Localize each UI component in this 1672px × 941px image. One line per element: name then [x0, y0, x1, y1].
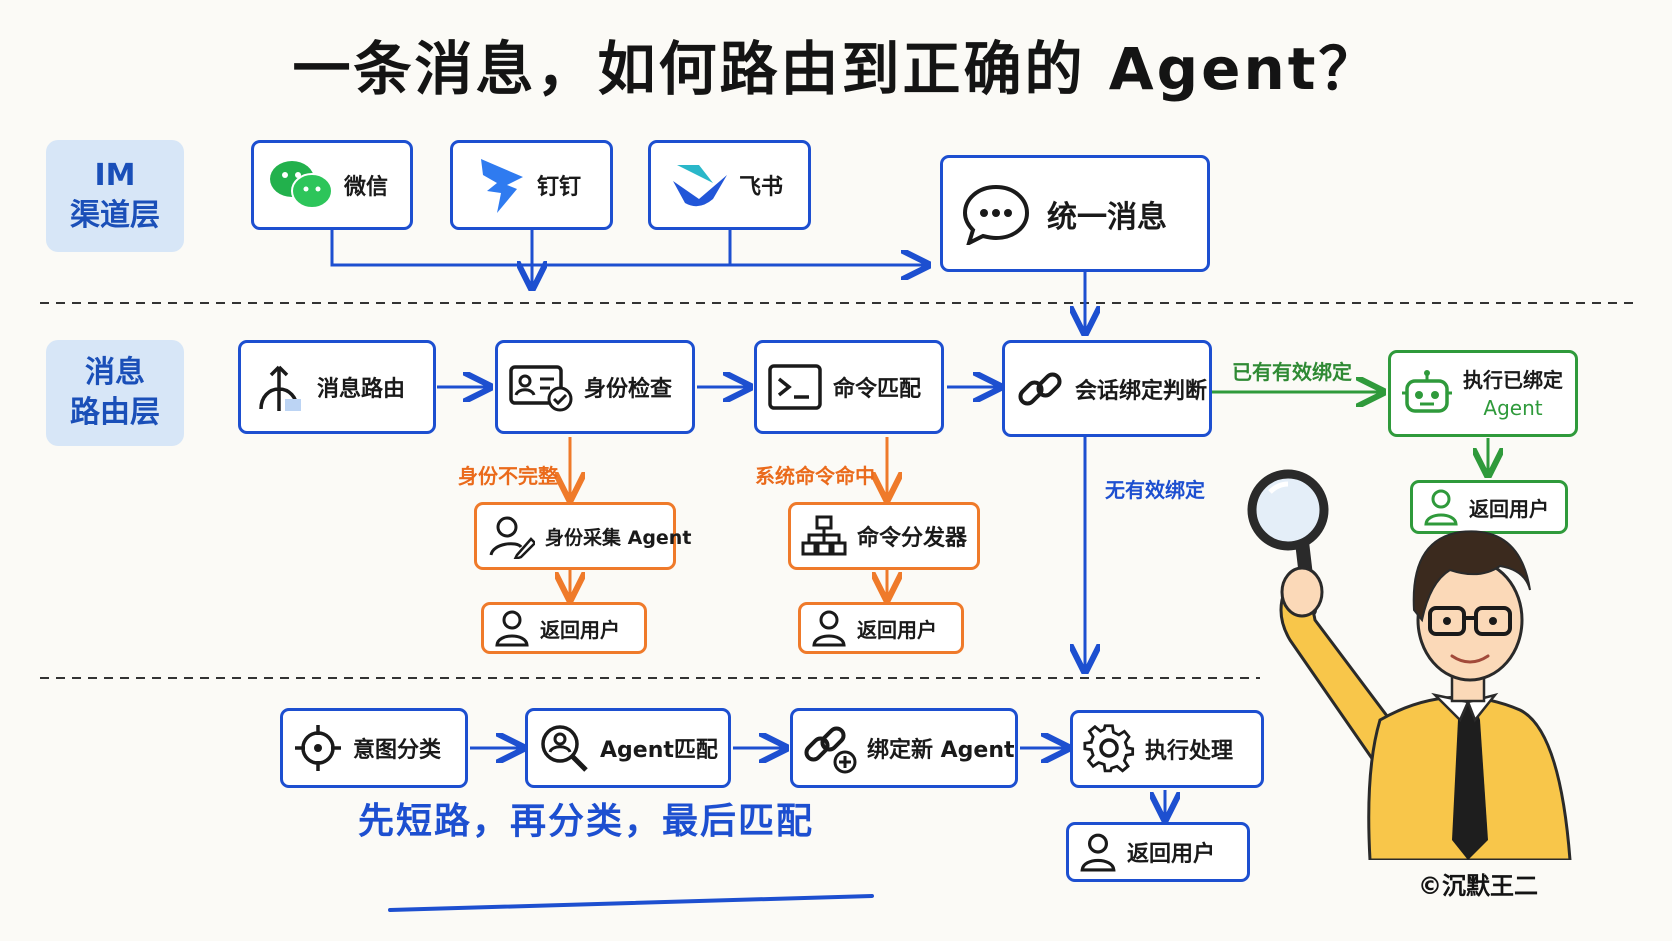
credit: ©沉默王二 [1418, 872, 1538, 900]
final-return-user[interactable]: 返回用户 [1066, 822, 1250, 882]
link-plus-icon [803, 722, 857, 774]
node-label: 返回用户 [1127, 842, 1216, 867]
node-agent-match[interactable]: Agent匹配 [525, 708, 731, 788]
id-card-check-icon [508, 361, 574, 413]
node-label: 返回用户 [1469, 496, 1549, 521]
node-label: 会话绑定判断 [1075, 378, 1208, 404]
label-no-binding: 无有效绑定 [1105, 478, 1205, 502]
user-icon [1423, 488, 1459, 526]
node-command-dispatcher[interactable]: 命令分发器 [788, 502, 980, 570]
channel-label: 微信 [344, 175, 389, 200]
link-icon [1015, 364, 1065, 414]
layer-im-line2: 渠道层 [70, 198, 160, 233]
node-session-binding[interactable]: 会话绑定判断 [1002, 340, 1212, 437]
node-identity-agent[interactable]: 身份采集 Agent [474, 502, 691, 570]
bound-agent-text: 执行已绑定 Agent [1463, 366, 1563, 422]
page-title: 一条消息，如何路由到正确的 Agent？ [292, 35, 1380, 103]
target-icon [293, 723, 343, 773]
node-label: 绑定新 Agent [867, 738, 1015, 763]
feishu-icon [669, 159, 729, 211]
node-label: 意图分类 [353, 738, 442, 763]
layer-route-line2: 路由层 [70, 395, 160, 430]
gear-icon [1083, 723, 1135, 775]
layer-im-line1: IM [94, 158, 136, 193]
node-execute-bound-agent[interactable]: 执行已绑定 Agent [1388, 350, 1578, 437]
command-return-user[interactable]: 返回用户 [798, 602, 964, 654]
node-execute[interactable]: 执行处理 [1070, 710, 1264, 788]
unified-label: 统一消息 [1047, 199, 1167, 235]
slogan-underline [388, 894, 874, 912]
bound-agent-line2: Agent [1483, 395, 1543, 420]
node-identity-check[interactable]: 身份检查 [495, 340, 695, 434]
terminal-icon [767, 363, 823, 411]
channel-label: 钉钉 [537, 175, 582, 200]
node-label: 执行处理 [1145, 739, 1234, 764]
unified-message-box[interactable]: 统一消息 [940, 155, 1210, 272]
wechat-icon [268, 157, 334, 213]
layer-route-line1: 消息 [85, 355, 145, 390]
chat-bubble-icon [961, 183, 1031, 245]
node-message-route[interactable]: 消息路由 [238, 340, 436, 434]
channel-dingtalk[interactable]: 钉钉 [450, 140, 613, 230]
node-label: 返回用户 [540, 617, 620, 642]
node-label: 命令匹配 [833, 377, 922, 402]
channel-feishu[interactable]: 飞书 [648, 140, 811, 230]
route-split-icon [251, 359, 307, 415]
bound-agent-line1: 执行已绑定 [1463, 367, 1563, 392]
node-command-match[interactable]: 命令匹配 [754, 340, 944, 434]
node-label: 身份检查 [584, 377, 673, 402]
user-icon [1079, 832, 1117, 872]
node-label: 消息路由 [317, 377, 406, 402]
node-bind-new-agent[interactable]: 绑定新 Agent [790, 708, 1018, 788]
dingtalk-icon [477, 155, 527, 215]
hierarchy-icon [801, 515, 847, 557]
label-identity-incomplete: 身份不完整 [458, 464, 558, 488]
user-icon [811, 609, 847, 647]
channel-label: 飞书 [739, 175, 784, 200]
channel-wechat[interactable]: 微信 [251, 140, 413, 230]
label-command-hit: 系统命令命中 [755, 464, 875, 488]
node-label: 身份采集 Agent [545, 526, 692, 549]
node-label: Agent匹配 [600, 738, 718, 763]
person-with-magnifier-illustration [1247, 469, 1572, 860]
node-intent-classify[interactable]: 意图分类 [280, 708, 468, 788]
identity-return-user[interactable]: 返回用户 [481, 602, 647, 654]
layer-label-routing: 消息 路由层 [46, 340, 184, 446]
slogan: 先短路，再分类，最后匹配 [358, 801, 815, 842]
node-label: 命令分发器 [857, 526, 968, 551]
node-label: 返回用户 [857, 617, 937, 642]
search-user-icon [538, 722, 590, 774]
user-icon [494, 609, 530, 647]
label-has-binding: 已有有效绑定 [1232, 360, 1352, 384]
layer-label-im: IM 渠道层 [46, 140, 184, 252]
robot-icon [1401, 369, 1453, 419]
user-edit-icon [487, 513, 535, 559]
